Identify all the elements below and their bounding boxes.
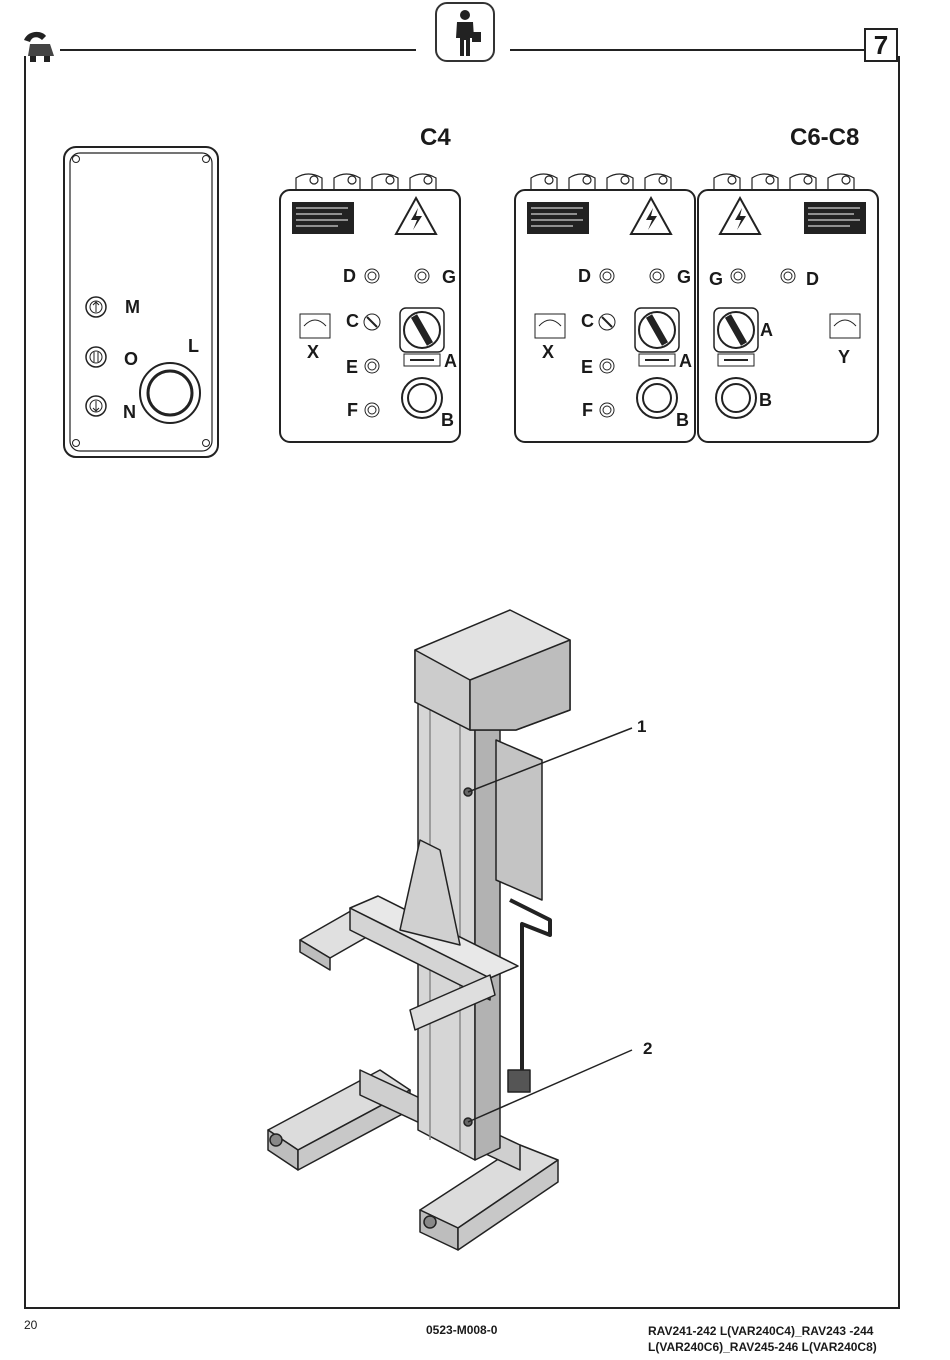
c4-label-x: X [307, 343, 319, 361]
c4-label-a: A [444, 352, 457, 370]
c4-label-d: D [343, 267, 356, 285]
c6-left-label-b: B [676, 411, 689, 429]
c6-left-label-a: A [679, 352, 692, 370]
c6-right-label-a: A [760, 321, 773, 339]
c4-label-f: F [347, 401, 358, 419]
group-c6c8-title: C6-C8 [790, 124, 859, 152]
remote-control-panel [62, 145, 222, 460]
c4-label-b: B [441, 411, 454, 429]
c6-left-label-f: F [582, 401, 593, 419]
column-lift-illustration [260, 600, 680, 1260]
operator-with-manual-icon [435, 2, 495, 62]
c6-left-label-d: D [578, 267, 591, 285]
group-c4-title: C4 [420, 124, 451, 152]
callout-1: 1 [637, 717, 646, 737]
c6-right-label-y: Y [838, 348, 850, 366]
model-line-1: RAV241-242 L(VAR240C4)_RAV243 -244 [648, 1324, 873, 1338]
model-line-2: L(VAR240C6)_RAV245-246 L(VAR240C8) [648, 1340, 877, 1354]
c6c8-right-control-panel [696, 168, 882, 446]
c6-right-label-b: B [759, 391, 772, 409]
page-number: 20 [24, 1318, 37, 1332]
c6-left-label-g: G [677, 268, 691, 286]
c6-right-label-g: G [709, 270, 723, 288]
c4-label-g: G [442, 268, 456, 286]
c4-control-panel [278, 168, 464, 446]
remote-label-l: L [188, 337, 199, 355]
header-rule-right [510, 49, 864, 51]
c6-right-label-d: D [806, 270, 819, 288]
callout-2: 2 [643, 1039, 652, 1059]
c6-left-label-e: E [581, 358, 593, 376]
c6-left-label-c: C [581, 312, 594, 330]
header-rule-left [60, 49, 416, 51]
c4-label-e: E [346, 358, 358, 376]
remote-label-m: M [125, 298, 140, 316]
doc-code: 0523-M008-0 [426, 1323, 497, 1337]
c6-left-label-x: X [542, 343, 554, 361]
c4-label-c: C [346, 312, 359, 330]
remote-label-o: O [124, 350, 138, 368]
remote-label-n: N [123, 403, 136, 421]
c6c8-left-control-panel [513, 168, 699, 446]
